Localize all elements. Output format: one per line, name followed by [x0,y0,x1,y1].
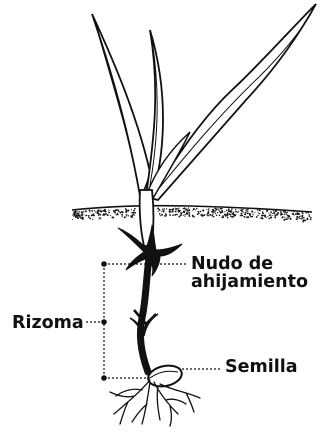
rhizome [130,258,158,372]
leaf-right [150,4,316,200]
soil-surface [72,206,312,223]
label-tillering-node: Nudo de ahijamiento [191,255,308,292]
label-node-line-2: ahijamiento [191,273,308,291]
label-rhizome: Rizoma [12,314,84,332]
seed [146,363,183,390]
label-node-line-1: Nudo de [191,255,308,273]
roots [110,380,200,426]
leaf-left [92,14,150,196]
label-seed: Semilla [225,358,298,376]
